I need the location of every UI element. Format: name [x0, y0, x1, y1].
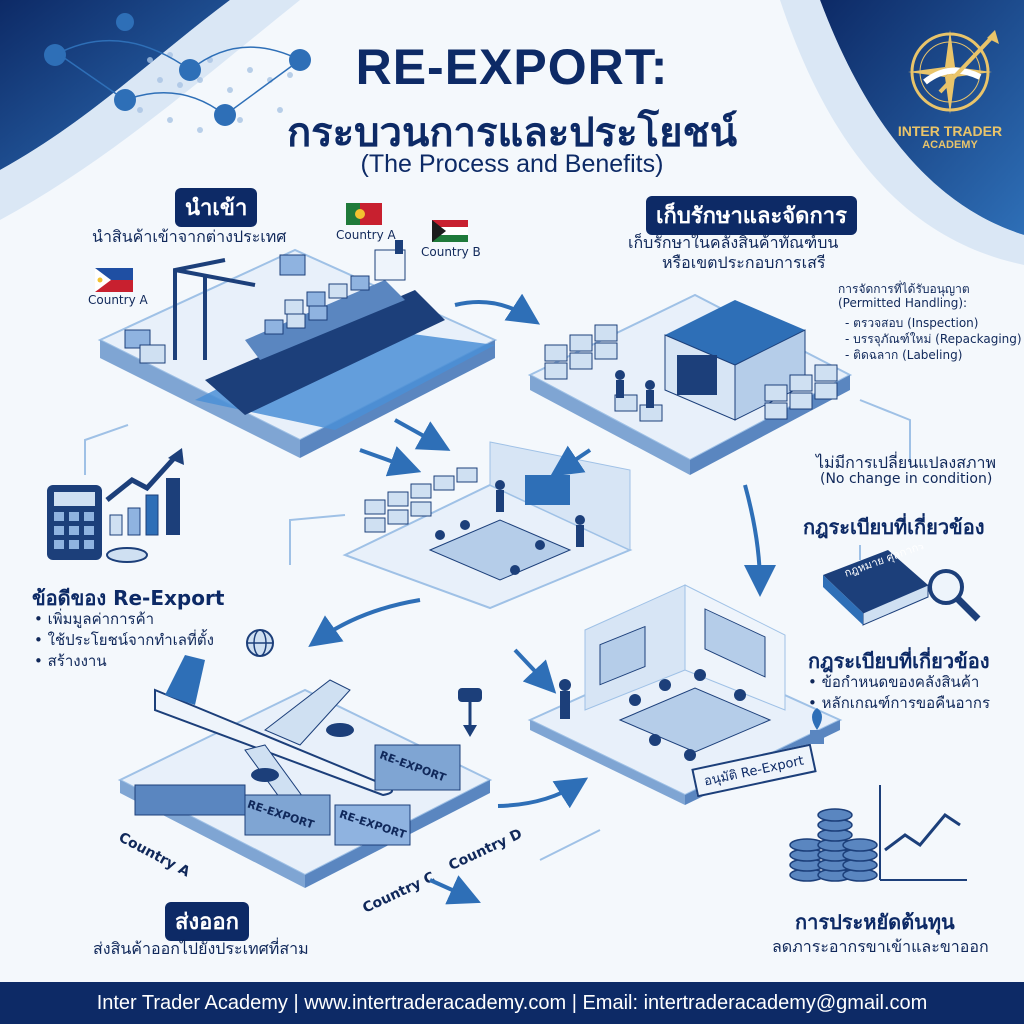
page-title-thai: กระบวนการและประโยชน์ — [286, 110, 738, 156]
globe-icon — [246, 629, 274, 657]
advantages-heading: ข้อดีของ Re-Export — [32, 586, 225, 610]
regulations-heading-top: กฎระเบียบที่เกี่ยวข้อง — [803, 515, 985, 539]
page-title: RE-EXPORT: — [355, 39, 669, 95]
no-change-en: (No change in condition) — [820, 471, 993, 487]
philippines-flag-icon — [95, 268, 133, 292]
permitted-title: การจัดการที่ได้รับอนุญาต — [838, 282, 970, 296]
customs-office-illustration — [527, 584, 843, 805]
permitted-item: - ติดฉลาก (Labeling) — [845, 348, 963, 362]
arrow-import-to-office — [394, 418, 451, 451]
page-subtitle: (The Process and Benefits) — [360, 150, 664, 178]
permitted-item: - บรรจุภัณฑ์ใหม่ (Repackaging) — [845, 332, 1022, 346]
country-b-flag-icon — [432, 220, 468, 242]
footer-bar: Inter Trader Academy | www.intertraderac… — [0, 982, 1024, 1024]
regulation-item: • หลักเกณฑ์การขอคืนอากร — [808, 694, 991, 712]
country-b-label: Country B — [421, 245, 481, 259]
advantage-item: • สร้างงาน — [34, 652, 107, 670]
academy-logo: INTER TRADER ACADEMY — [895, 22, 1005, 162]
country-a-label-flag: Country A — [336, 228, 396, 242]
storage-desc-2: หรือเขตประกอบการเสรี — [662, 253, 826, 272]
law-book-icon: กฎหมาย ศุลกากร — [823, 545, 981, 626]
export-tag: ส่งออก — [165, 902, 249, 941]
permitted-item: - ตรวจสอบ (Inspection) — [845, 316, 979, 330]
arrow-storage-to-customs — [743, 484, 776, 597]
permitted-sub: (Permitted Handling): — [838, 296, 968, 310]
portugal-flag-icon — [346, 203, 382, 225]
storage-desc-1: เก็บรักษาในคลังสินค้าทัณฑ์บน — [628, 233, 839, 252]
regulations-heading: กฎระเบียบที่เกี่ยวข้อง — [808, 649, 990, 673]
arrow-to-country-c — [429, 875, 481, 905]
arrow-import-to-storage — [454, 293, 541, 325]
airport-export-illustration — [117, 655, 493, 888]
warehouse-illustration — [527, 293, 853, 475]
savings-desc: ลดภาระอากรขาเข้าและขาออก — [772, 937, 989, 956]
arrow-import-to-office-2 — [359, 446, 422, 477]
import-desc: นำสินค้าเข้าจากต่างประเทศ — [92, 227, 287, 246]
export-desc: ส่งสินค้าออกไปยังประเทศที่สาม — [93, 939, 309, 958]
arrow-office-to-customs — [513, 648, 557, 694]
import-tag: นำเข้า — [175, 188, 258, 227]
logo-line2: ACADEMY — [922, 139, 978, 151]
scanner-down-icon — [458, 688, 482, 737]
savings-heading: การประหยัดต้นทุน — [795, 910, 955, 934]
no-change-th: ไม่มีการเปลี่ยนแปลงสภาพ — [816, 453, 997, 472]
logo-line1: INTER TRADER — [897, 123, 1003, 139]
arrow-office-to-export — [308, 598, 421, 647]
arrow-storage-to-office — [550, 445, 592, 477]
country-a-label-left: Country A — [88, 293, 148, 307]
advantage-item: • เพิ่มมูลค่าการค้า — [34, 610, 155, 628]
advantage-item: • ใช้ประโยชน์จากทำเลที่ตั้ง — [34, 631, 214, 649]
compass-handshake-icon — [908, 30, 999, 114]
arrow-export-to-customs — [497, 777, 589, 809]
calculator-chart-icon — [47, 448, 184, 563]
regulation-item: • ข้อกำหนดของคลังสินค้า — [808, 673, 980, 691]
storage-tag: เก็บรักษาและจัดการ — [646, 196, 857, 235]
port-ship-illustration — [97, 240, 498, 458]
office-meeting-illustration — [342, 441, 633, 610]
coins-chart-icon — [789, 785, 967, 882]
